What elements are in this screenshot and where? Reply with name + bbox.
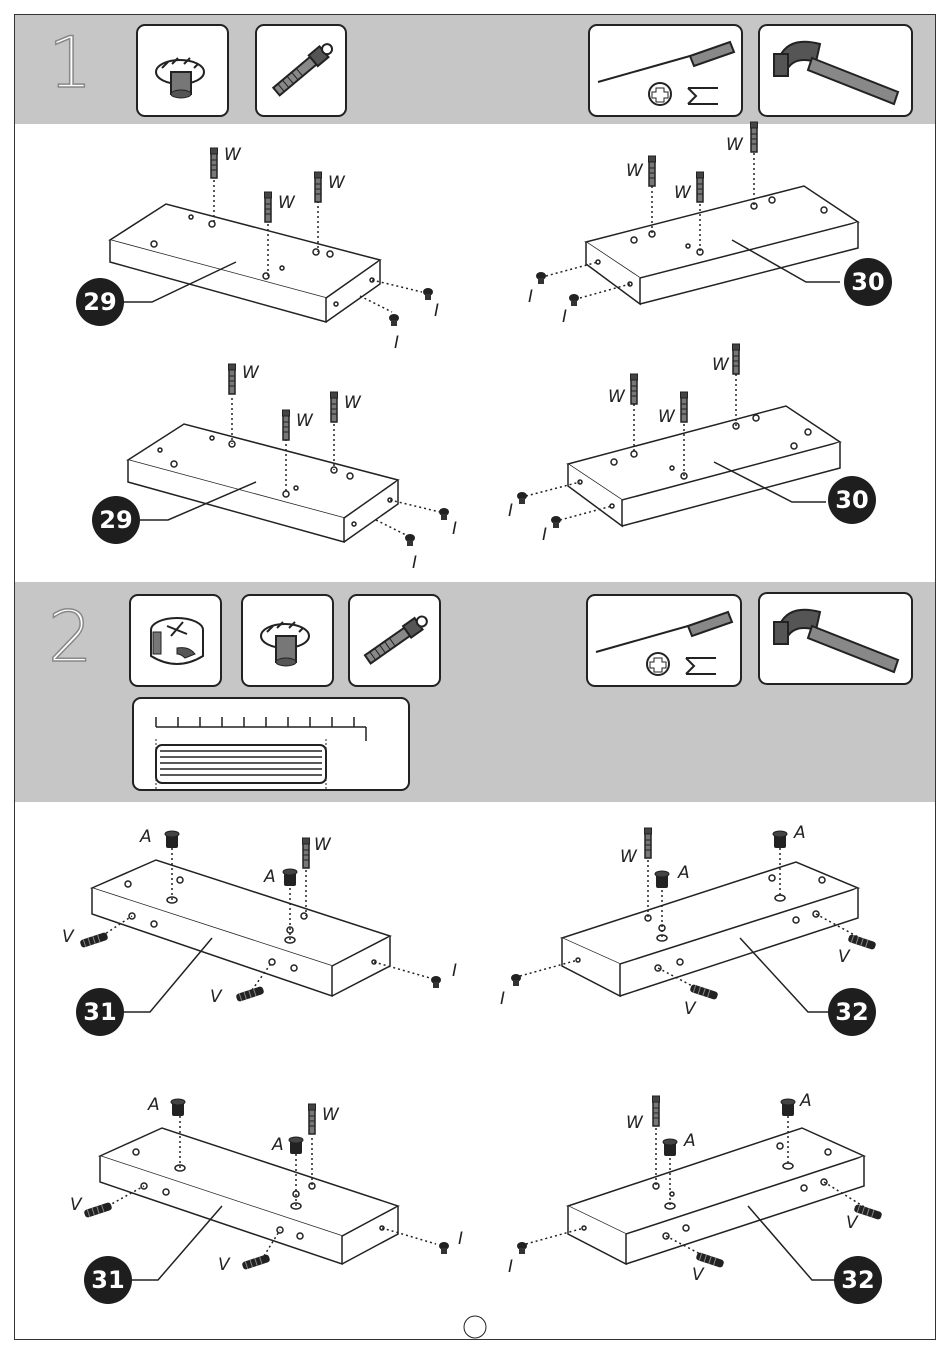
label-v: V [70, 1195, 83, 1215]
svg-text:29: 29 [83, 288, 116, 316]
part-badge-29: 29 [76, 278, 124, 326]
label-a: A [271, 1135, 284, 1155]
part-badge-29: 29 [92, 496, 140, 544]
label-a: A [677, 863, 690, 883]
label-i: I [528, 287, 533, 307]
label-w: W [658, 407, 676, 427]
svg-text:29: 29 [99, 506, 132, 534]
label-i: I [394, 333, 399, 353]
label-a: A [263, 867, 276, 887]
label-w: W [328, 173, 346, 193]
part-badge-31: 31 [76, 988, 124, 1036]
part-badge-30: 30 [844, 258, 892, 306]
label-v: V [62, 927, 75, 947]
label-v: V [692, 1265, 705, 1285]
label-w: W [608, 387, 626, 407]
label-v: V [684, 999, 697, 1019]
label-w: W [296, 411, 314, 431]
svg-text:32: 32 [841, 1266, 874, 1294]
label-i: I [452, 961, 457, 981]
shelf-32-lower [526, 1116, 866, 1280]
label-a: A [793, 823, 806, 843]
page-number-circle [464, 1316, 486, 1338]
label-i: I [434, 301, 439, 321]
label-w: W [726, 135, 744, 155]
label-i: I [562, 307, 567, 327]
label-a: A [147, 1095, 160, 1115]
svg-text:31: 31 [91, 1266, 124, 1294]
part-badge-32: 32 [828, 988, 876, 1036]
part-badge-31: 31 [84, 1256, 132, 1304]
svg-text:30: 30 [851, 268, 884, 296]
label-i: I [412, 553, 417, 573]
label-a: A [683, 1131, 696, 1151]
label-w: W [674, 183, 692, 203]
label-i: I [542, 525, 547, 545]
label-i: I [452, 519, 457, 539]
label-w: W [620, 847, 638, 867]
label-v: V [218, 1255, 231, 1275]
label-i: I [508, 501, 513, 521]
label-w: W [712, 355, 730, 375]
label-v: V [210, 987, 223, 1007]
label-a: A [799, 1091, 812, 1111]
label-w: W [278, 193, 296, 213]
label-v: V [838, 947, 851, 967]
svg-text:32: 32 [835, 998, 868, 1026]
svg-text:31: 31 [83, 998, 116, 1026]
shelf-32-upper [520, 848, 860, 1012]
label-i: I [500, 989, 505, 1009]
label-a: A [139, 827, 152, 847]
label-w: W [344, 393, 362, 413]
label-w: W [626, 1113, 644, 1133]
part-badge-30: 30 [828, 476, 876, 524]
label-v: V [846, 1213, 859, 1233]
label-i: I [458, 1229, 463, 1249]
label-i: I [508, 1257, 513, 1277]
shelf-30-upper [546, 148, 858, 304]
label-w: W [626, 161, 644, 181]
label-w: W [224, 145, 242, 165]
label-w: W [314, 835, 332, 855]
label-w: W [322, 1105, 340, 1125]
label-w: W [242, 363, 260, 383]
part-badge-32: 32 [834, 1256, 882, 1304]
svg-text:30: 30 [835, 486, 868, 514]
